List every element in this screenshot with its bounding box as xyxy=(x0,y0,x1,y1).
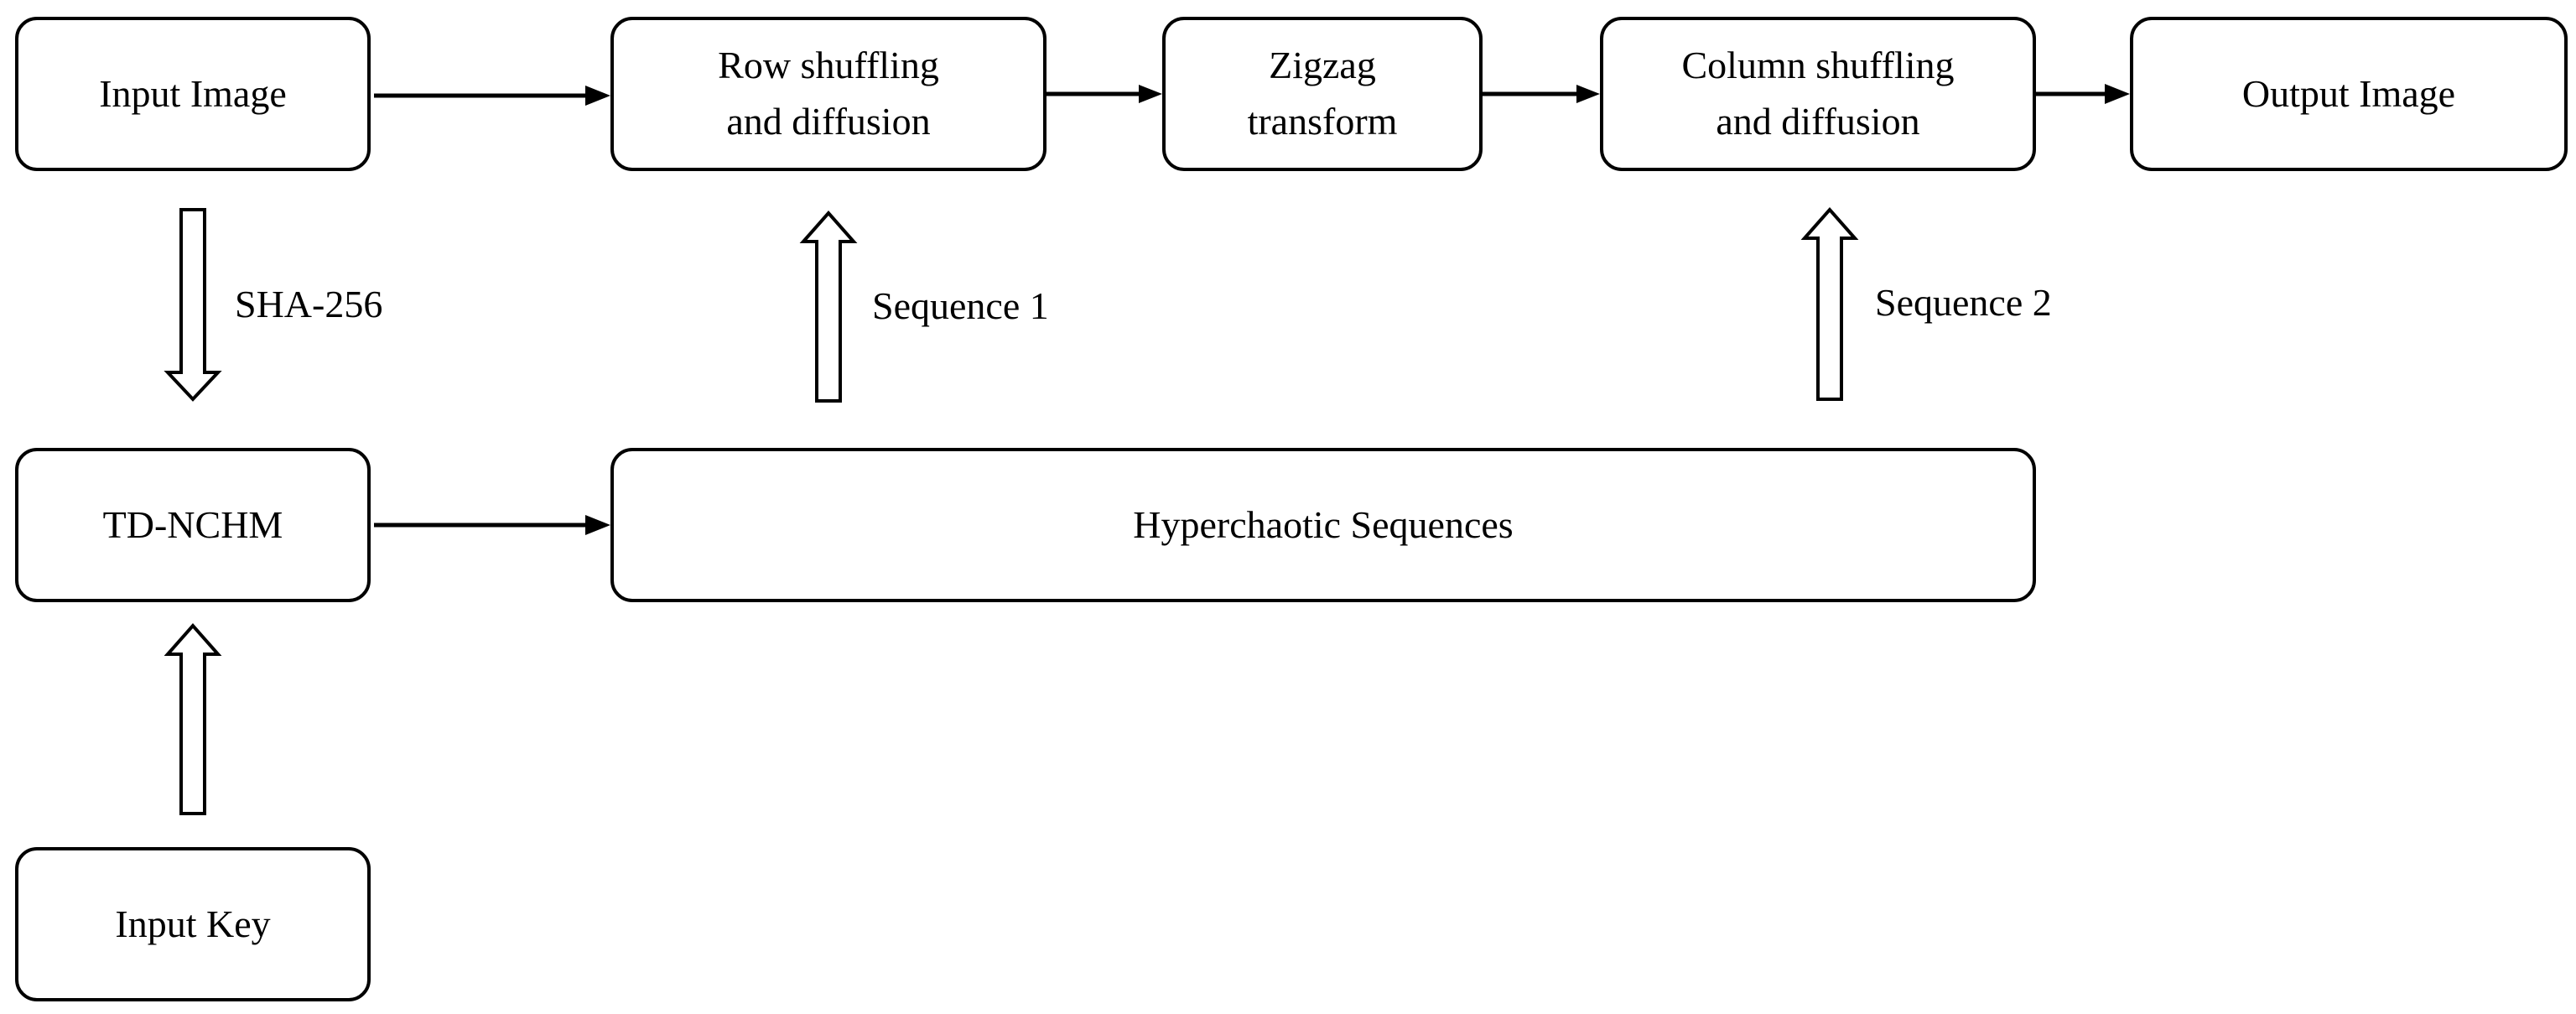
node-column-shuffling: Column shuffling and diffusion xyxy=(1600,17,2036,171)
node-hyperchaotic-line-1: Hyperchaotic Sequences xyxy=(1133,502,1514,546)
node-input-key-line-1: Input Key xyxy=(115,902,271,945)
arrow-zigzag-to-column-shuffling xyxy=(1481,85,1600,103)
node-input-image: Input Image xyxy=(15,17,371,171)
node-row-shuffling: Row shuffling and diffusion xyxy=(610,17,1046,171)
hollow-arrow-sha256-down xyxy=(164,208,222,402)
arrow-input-image-to-row-shuffling xyxy=(374,86,610,106)
node-row-shuffling-line-2: and diffusion xyxy=(726,100,931,143)
node-input-image-line-1: Input Image xyxy=(99,71,287,115)
arrow-td-nchm-to-hyperchaotic xyxy=(374,515,610,535)
node-zigzag-line-1: Zigzag xyxy=(1269,44,1376,87)
node-zigzag-line-2: transform xyxy=(1247,100,1398,143)
edge-label-sequence1: Sequence 1 xyxy=(872,284,1049,327)
node-hyperchaotic-sequences: Hyperchaotic Sequences xyxy=(610,448,2036,602)
node-td-nchm-line-1: TD-NCHM xyxy=(102,502,283,546)
edge-label-sha256: SHA-256 xyxy=(235,283,383,325)
arrow-column-shuffling-to-output-image xyxy=(2033,84,2130,104)
node-column-shuffling-line-2: and diffusion xyxy=(1716,100,1920,143)
arrow-row-shuffling-to-zigzag xyxy=(1045,85,1162,103)
node-column-shuffling-line-1: Column shuffling xyxy=(1681,44,1955,87)
edge-label-sequence2: Sequence 2 xyxy=(1875,281,2052,324)
hollow-arrow-sequence2-up xyxy=(1800,206,1859,401)
hollow-arrow-sequence1-up xyxy=(799,210,858,403)
node-zigzag-transform: Zigzag transform xyxy=(1162,17,1483,171)
node-input-key: Input Key xyxy=(15,847,371,1001)
node-row-shuffling-line-1: Row shuffling xyxy=(718,44,939,87)
node-output-image: Output Image xyxy=(2130,17,2568,171)
hollow-arrow-input-key-up xyxy=(164,622,222,815)
node-output-image-line-1: Output Image xyxy=(2241,71,2456,115)
node-td-nchm: TD-NCHM xyxy=(15,448,371,602)
